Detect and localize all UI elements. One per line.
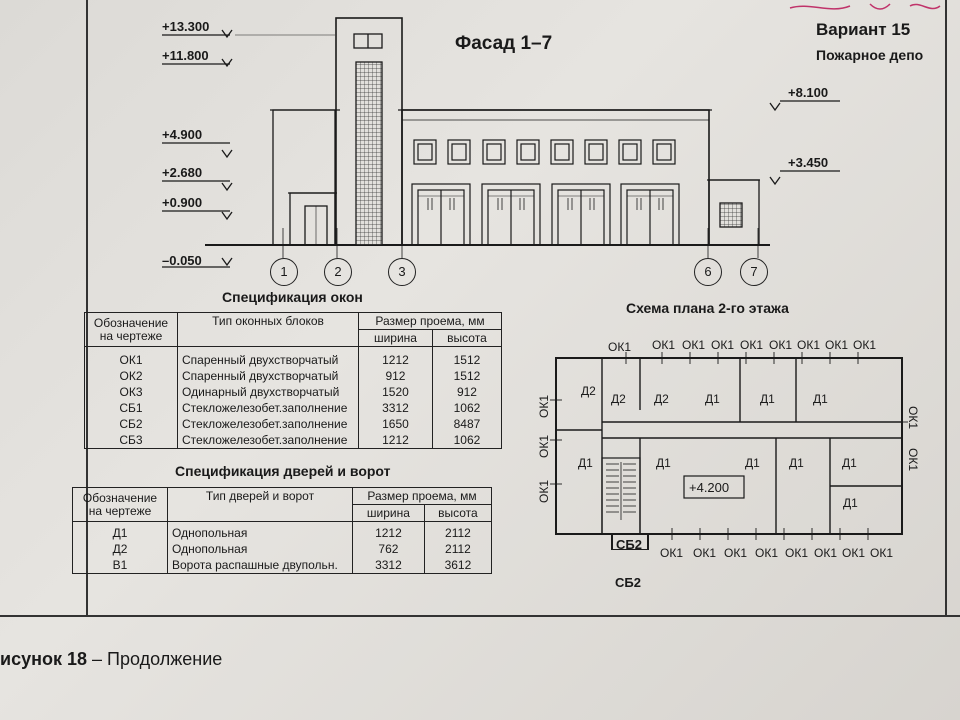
plan-sb2-label: СБ2 bbox=[616, 537, 642, 552]
level-mark: +2.680 bbox=[162, 165, 203, 180]
plan-window-label: ОК1 bbox=[755, 546, 778, 560]
plan-door-label: Д2 bbox=[654, 392, 669, 406]
axis-marker-2: 2 bbox=[324, 258, 352, 286]
plan-door-label: Д1 bbox=[843, 496, 858, 510]
axis-marker-1: 1 bbox=[270, 258, 298, 286]
plan-window-label: ОК1 bbox=[769, 338, 792, 352]
axis-marker-6: 6 bbox=[694, 258, 722, 286]
plan-title: Схема плана 2-го этажа bbox=[626, 300, 789, 316]
plan-window-label: ОК1 bbox=[693, 546, 716, 560]
plan-door-label: Д1 bbox=[789, 456, 804, 470]
plan-door-label: Д1 bbox=[813, 392, 828, 406]
col-type: Тип оконных блоков bbox=[177, 312, 359, 347]
plan-window-label: ОК1 bbox=[842, 546, 865, 560]
figure-caption: исунок 18 – Продолжение bbox=[0, 650, 222, 668]
floor-plan-drawing bbox=[550, 352, 908, 550]
plan-window-label: ОК1 bbox=[724, 546, 747, 560]
plan-door-label: Д1 bbox=[745, 456, 760, 470]
col-height: высота bbox=[431, 329, 503, 347]
axis-marker-7: 7 bbox=[740, 258, 768, 286]
plan-door-label: Д1 bbox=[760, 392, 775, 406]
col-width: ширина bbox=[352, 504, 425, 522]
frame-left bbox=[86, 0, 88, 615]
plan-door-label: Д1 bbox=[578, 456, 593, 470]
plan-door-label: Д2 bbox=[581, 384, 596, 398]
level-mark: +11.800 bbox=[162, 48, 209, 63]
plan-window-label: ОК1 bbox=[682, 338, 705, 352]
plan-window-label: ОК1 bbox=[537, 480, 551, 503]
level-mark: +4.900 bbox=[162, 127, 203, 142]
level-mark: +8.100 bbox=[788, 85, 829, 100]
plan-window-label: ОК1 bbox=[537, 435, 551, 458]
doors-spec-title: Спецификация дверей и ворот bbox=[175, 463, 391, 479]
level-mark: +13.300 bbox=[162, 19, 210, 34]
col-mark: Обозначение на чертеже bbox=[72, 487, 168, 522]
plan-window-label: ОК1 bbox=[740, 338, 763, 352]
col-height: высота bbox=[423, 504, 493, 522]
caption-text: – Продолжение bbox=[92, 649, 223, 669]
col-size: Размер проема, мм bbox=[352, 487, 492, 505]
plan-level-mark: +4.200 bbox=[689, 480, 730, 495]
plan-window-label: ОК1 bbox=[797, 338, 820, 352]
level-mark: +3.450 bbox=[788, 155, 829, 170]
plan-window-label: ОК1 bbox=[825, 338, 848, 352]
plan-window-label: ОК1 bbox=[608, 340, 631, 354]
facade-title: Фасад 1–7 bbox=[455, 33, 553, 54]
variant-label: Вариант 15 bbox=[816, 20, 911, 39]
col-size: Размер проема, мм bbox=[358, 312, 502, 330]
col-mark: Обозначение на чертеже bbox=[84, 312, 178, 347]
doors-spec-table: Обозначение на чертеже Тип дверей и воро… bbox=[72, 487, 493, 574]
plan-window-label: ОК1 bbox=[870, 546, 893, 560]
plan-window-label: ОК1 bbox=[660, 546, 683, 560]
handwritten-mark bbox=[789, 3, 941, 10]
plan-door-label: Д1 bbox=[705, 392, 720, 406]
plan-window-label: ОК1 bbox=[853, 338, 876, 352]
axis-marker-3: 3 bbox=[388, 258, 416, 286]
plan-window-label: ОК1 bbox=[537, 395, 551, 418]
windows-spec-title: Спецификация окон bbox=[222, 289, 363, 305]
facade-drawing bbox=[162, 17, 840, 268]
plan-door-label: Д1 bbox=[842, 456, 857, 470]
caption-number: исунок 18 bbox=[0, 649, 87, 669]
plan-sb2-label: СБ2 bbox=[615, 575, 641, 590]
building-name: Пожарное депо bbox=[816, 47, 924, 63]
level-mark: +0.900 bbox=[162, 195, 203, 210]
col-type: Тип дверей и ворот bbox=[167, 487, 353, 522]
plan-window-label: ОК1 bbox=[814, 546, 837, 560]
frame-bottom bbox=[0, 615, 960, 617]
plan-window-label: ОК1 bbox=[906, 448, 920, 471]
plan-window-label: ОК1 bbox=[906, 406, 920, 429]
plan-door-label: Д2 bbox=[611, 392, 626, 406]
frame-right bbox=[945, 0, 947, 615]
plan-window-label: ОК1 bbox=[785, 546, 808, 560]
plan-window-label: ОК1 bbox=[711, 338, 734, 352]
plan-window-label: ОК1 bbox=[652, 338, 675, 352]
col-width: ширина bbox=[358, 329, 433, 347]
plan-door-label: Д1 bbox=[656, 456, 671, 470]
level-mark: –0.050 bbox=[162, 253, 202, 268]
windows-spec-table: Обозначение на чертеже Тип оконных блоко… bbox=[84, 312, 503, 449]
